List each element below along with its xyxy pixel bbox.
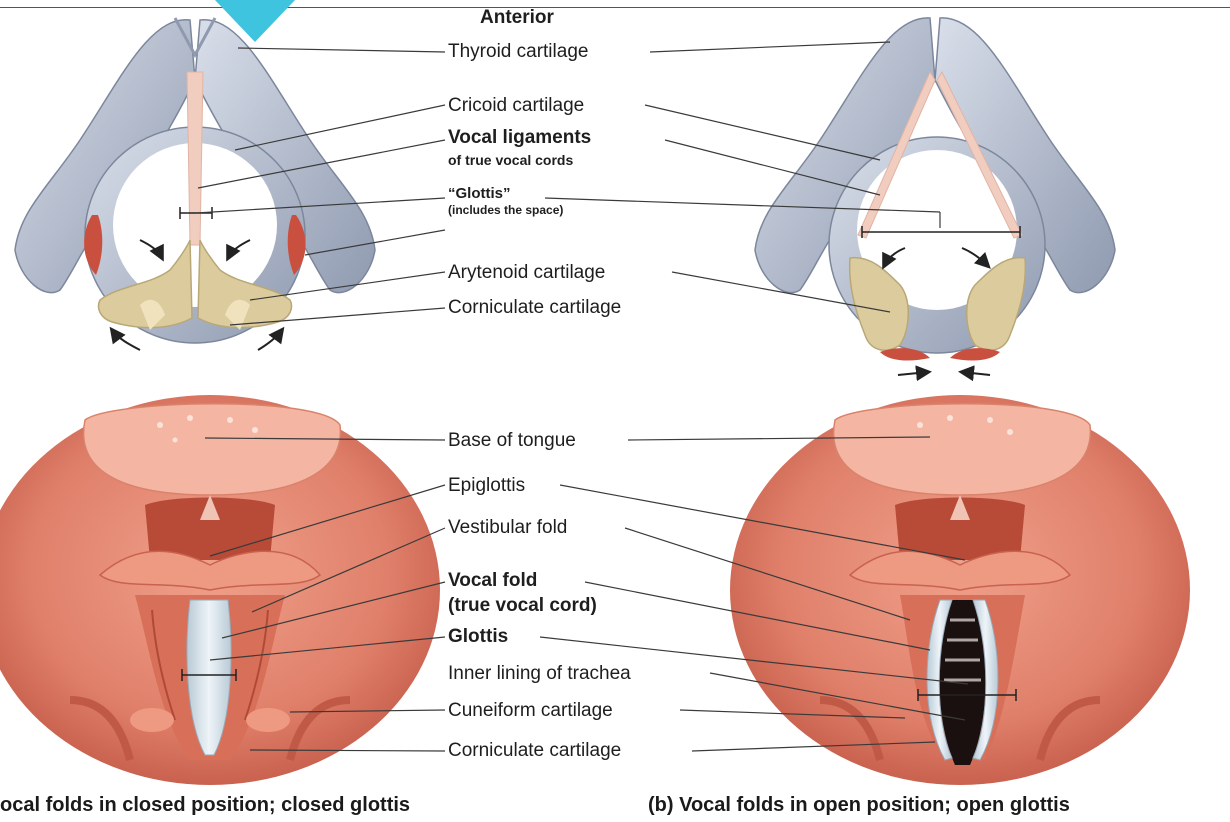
caption-a: ocal folds in closed position; closed gl…	[0, 795, 410, 815]
label-corniculate-cartilage-bottom: Corniculate cartilage	[448, 741, 621, 760]
label-thyroid-cartilage: Thyroid cartilage	[448, 42, 588, 61]
tongue-base-a	[84, 404, 341, 495]
label-glottis-quoted: “Glottis”	[448, 186, 511, 201]
label-vocal-ligaments-sub: of true vocal cords	[448, 153, 573, 167]
label-base-of-tongue: Base of tongue	[448, 431, 576, 450]
caption-b: (b) Vocal folds in open position; open g…	[648, 795, 1070, 815]
label-cricoid-cartilage: Cricoid cartilage	[448, 96, 584, 115]
bottom-right-view	[730, 395, 1190, 785]
label-glottis-quoted-sub: (includes the space)	[448, 204, 563, 216]
bottom-left-view	[0, 395, 440, 785]
anterior-heading: Anterior	[480, 8, 554, 27]
top-right-larynx	[755, 18, 1115, 375]
label-arytenoid-cartilage: Arytenoid cartilage	[448, 263, 605, 282]
tongue-base-b	[834, 404, 1091, 495]
label-vestibular-fold: Vestibular fold	[448, 518, 567, 537]
label-cuneiform-cartilage: Cuneiform cartilage	[448, 701, 613, 720]
label-glottis: Glottis	[448, 627, 508, 646]
label-vocal-ligaments: Vocal ligaments	[448, 128, 591, 147]
label-vocal-fold: Vocal fold	[448, 571, 537, 590]
label-true-vocal-cord: (true vocal cord)	[448, 596, 597, 615]
highlight-marker	[215, 0, 295, 42]
label-corniculate-cartilage-top: Corniculate cartilage	[448, 298, 621, 317]
top-left-larynx	[15, 18, 375, 350]
label-inner-lining-trachea: Inner lining of trachea	[448, 664, 631, 683]
label-epiglottis: Epiglottis	[448, 476, 525, 495]
